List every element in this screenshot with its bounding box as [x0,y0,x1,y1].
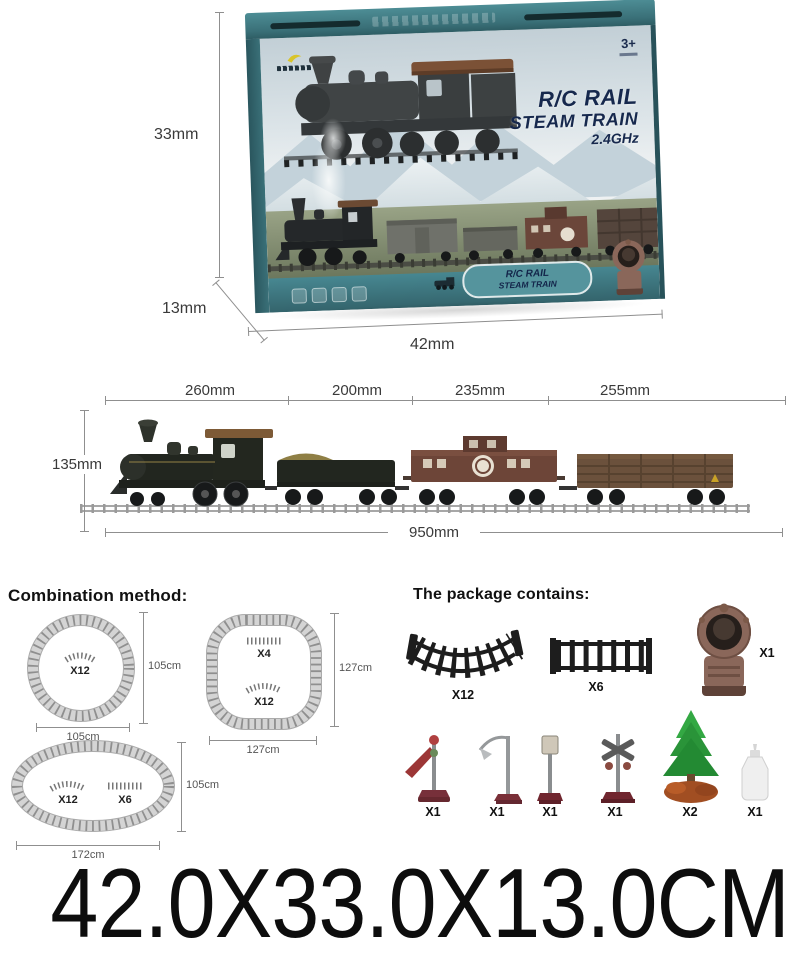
lid-artwork [372,12,496,27]
badge-train-icon [434,277,455,291]
age-badge: 3+ [619,35,638,57]
track-layout-square [206,614,322,730]
tick [548,396,549,405]
oval-width-label: 172cm [71,849,105,861]
tick [412,396,413,405]
box-art-train [267,198,659,273]
dim-line [139,612,148,724]
box-front-art: 3+ R/C RAIL STEAM TRAIN 2.4GHz [259,25,661,313]
semaphore-qty: X1 [425,805,441,819]
dim-line-cars [105,396,786,405]
oval-piece2-qty: X6 [118,794,132,806]
dim-label-car4: 255mm [599,382,651,399]
oval-height-label: 105cm [186,779,220,791]
straight-piece-icon [247,637,281,645]
dim-label-train-height: 135mm [50,455,105,474]
circle-width-label: 105cm [66,731,100,743]
package-heading: The package contains: [413,586,590,603]
oval-piece1-qty: X12 [58,794,78,806]
dim-line [36,723,130,732]
cert-icon [351,285,368,302]
footer-size: 42.0X33.0X13.0CM [0,854,790,952]
cert-icon [291,288,308,304]
oil-bottle-icon [741,744,769,801]
dim-line [16,841,160,850]
dim-label-box-height: 33mm [154,126,199,143]
footer-size-text: 42.0X33.0X13.0CM [50,848,790,954]
semaphore-signal-icon [405,735,450,802]
dim-line [330,613,339,727]
product-box-image: 3+ R/C RAIL STEAM TRAIN 2.4GHz [244,0,666,315]
square-width-label: 127cm [246,744,280,756]
age-badge-text: 3+ [620,35,637,52]
dim-line [209,736,317,745]
curved-track-qty: X12 [451,688,475,702]
locomotive-figure-qty: X1 [759,646,775,660]
circle-height-label: 105cm [148,660,182,672]
curved-track-icon [406,629,524,679]
lid-slot [269,20,361,30]
badge-oval: R/C RAIL STEAM TRAIN [461,260,594,299]
sign-post-icon [537,735,563,804]
locomotive-figure-icon [697,603,751,696]
straight-track-icon [550,638,652,674]
brand-logo-icon [276,51,313,80]
box-body: 3+ R/C RAIL STEAM TRAIN 2.4GHz [245,24,666,314]
tree-qty: X2 [682,805,698,819]
curved-piece-icon [245,683,283,694]
certification-icons [291,285,368,304]
straight-track-qty: X6 [588,680,604,694]
box-art-smoke [319,117,347,159]
box-loco-figure-icon [612,239,645,296]
square-piece2-qty: X12 [254,696,274,708]
dim-label-car3: 235mm [454,382,506,399]
curved-piece-icon [49,781,87,792]
tree-icon [663,710,719,803]
square-height-label: 127cm [339,662,373,674]
crossing-sign-icon [601,734,635,803]
tick [288,396,289,405]
dim-label-box-width: 42mm [410,336,455,353]
dim-label-car1: 260mm [184,382,236,399]
square-piece1-qty: X4 [257,648,271,660]
combination-heading: Combination method: [8,586,188,605]
badge-line2: STEAM TRAIN [498,278,557,291]
dim-label-box-depth: 13mm [162,300,207,317]
circle-piece-qty: X12 [70,665,90,677]
cert-icon [311,287,328,303]
lid-slot [523,11,623,21]
crossing-qty: X1 [607,805,623,819]
box-badge: R/C RAIL STEAM TRAIN [432,260,594,300]
sign-post-qty: X1 [542,805,558,819]
train-lineup-image [80,419,750,513]
dim-label-car2: 200mm [331,382,383,399]
signal-crane-icon [478,735,522,804]
bottle-qty: X1 [747,805,763,819]
dim-line [177,742,186,832]
curved-piece-icon [64,652,96,663]
box-title: R/C RAIL STEAM TRAIN 2.4GHz [508,83,639,150]
age-badge-subtext [619,52,638,57]
straight-piece-icon [108,782,142,790]
track-layout-circle [27,614,135,722]
dim-line-box-height [215,12,224,278]
crane-qty: X1 [489,805,505,819]
dim-label-train-total: 950mm [388,524,480,541]
box-art-loco-silhouette [283,56,519,168]
track-layout-oval [11,740,175,832]
cert-icon [331,286,348,303]
